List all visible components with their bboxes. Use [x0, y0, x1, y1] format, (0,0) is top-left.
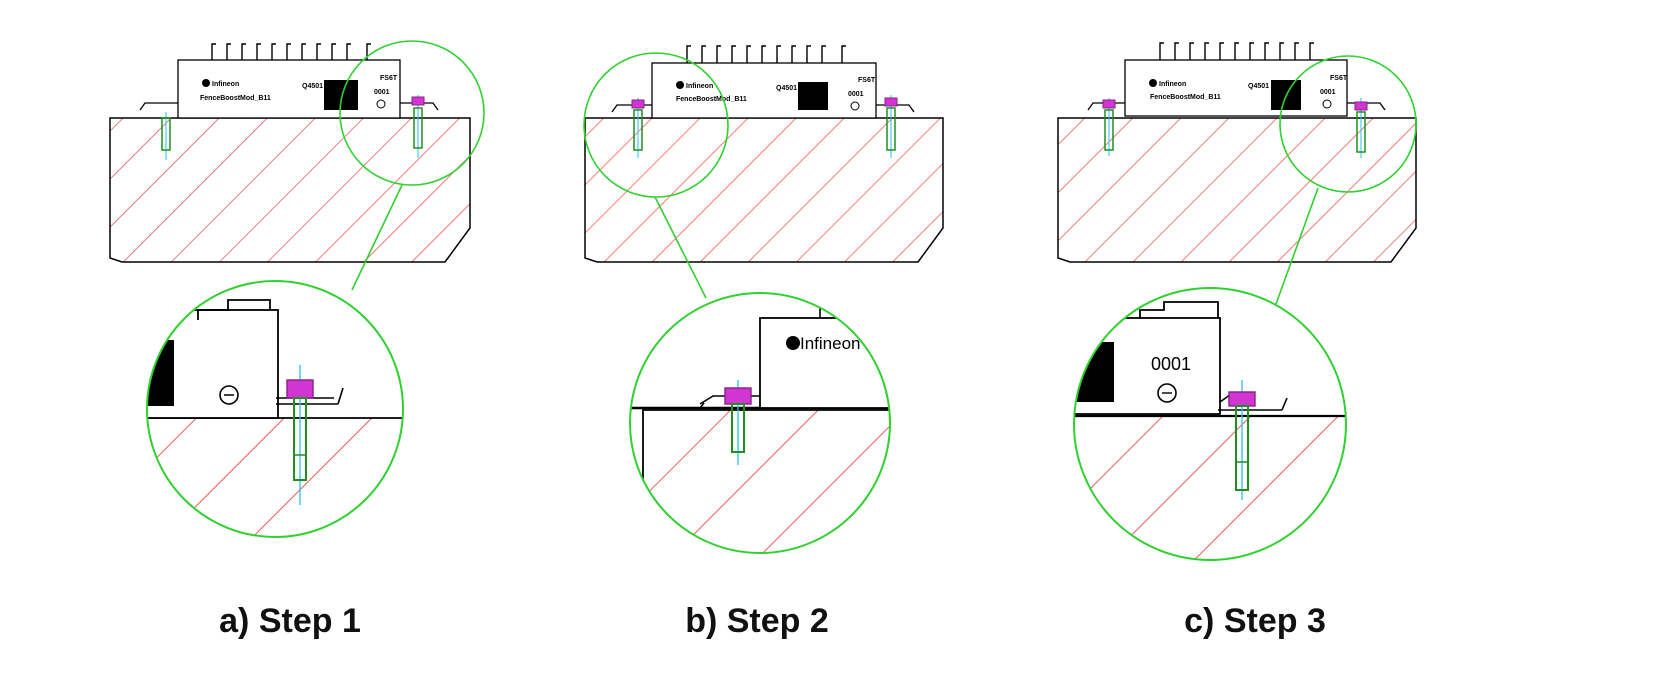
logo-icon: [676, 81, 684, 89]
heatsink: [584, 117, 944, 263]
zoom-view: Infineon: [630, 299, 890, 553]
label-block: [798, 82, 828, 110]
zoom-circle: [629, 292, 891, 554]
screw-left: [1102, 98, 1116, 156]
zoom-view: [147, 299, 403, 537]
brand-label: Infineon: [212, 81, 239, 88]
screw-left: [161, 112, 171, 160]
part-label: FenceBoostMod_B11: [200, 95, 271, 102]
serial-label: 0001: [848, 91, 864, 98]
module-pins: [1159, 42, 1314, 60]
power-module: Infineon FenceBoostMod_B11 Q4501 FS6T 00…: [1087, 42, 1386, 117]
ground-icon: [850, 101, 860, 111]
logo-icon: [202, 79, 210, 87]
zoom-brand-label: Infineon: [800, 334, 861, 353]
power-module: Infineon FenceBoostMod_B11 Q4501 FS6T 00…: [611, 45, 915, 119]
zoom-view: 0001: [1074, 301, 1346, 560]
panel-step-3: Infineon FenceBoostMod_B11 Q4501 FS6T 00…: [1057, 42, 1417, 640]
callout-circle: [583, 52, 729, 198]
brand-label: Infineon: [686, 83, 713, 90]
ground-icon: [1322, 99, 1332, 109]
ground-icon: [1157, 383, 1177, 403]
code-label: Q4501: [1248, 83, 1269, 90]
zoom-serial-label: 0001: [1151, 354, 1191, 374]
ground-icon: [376, 99, 386, 109]
zoom-circle: [1073, 287, 1347, 561]
screw-right: [884, 95, 898, 158]
step-caption: a) Step 1: [219, 602, 361, 640]
module-pins: [211, 43, 371, 60]
serial-label: 0001: [374, 89, 390, 96]
serial-label: 0001: [1320, 89, 1336, 96]
callout-leader: [1275, 187, 1319, 305]
logo-icon: [1149, 79, 1157, 87]
logo-icon: [786, 336, 800, 350]
power-module: Infineon FenceBoostMod_B11 Q4501 FS6T 00…: [139, 43, 439, 119]
callout-leader: [654, 196, 707, 299]
code-label: Q4501: [302, 83, 323, 90]
zoom-circle: [146, 280, 404, 538]
heatsink: [109, 117, 471, 263]
code-label: Q4501: [776, 85, 797, 92]
screw-right: [411, 95, 425, 158]
screw-left: [631, 98, 645, 158]
panel-step-2: Infineon FenceBoostMod_B11 Q4501 FS6T 00…: [583, 45, 944, 640]
part-label: FenceBoostMod_B11: [676, 96, 747, 103]
screw-right: [1354, 98, 1368, 158]
module-label: FS6T: [1330, 75, 1348, 82]
callout-leader: [351, 184, 403, 291]
step-caption: c) Step 3: [1184, 602, 1326, 640]
ground-icon: [219, 385, 239, 405]
step-caption: b) Step 2: [685, 602, 829, 640]
callout-circle: [339, 40, 485, 186]
panel-step-1: Infineon FenceBoostMod_B11 Q4501 FS6T 00…: [109, 40, 485, 640]
brand-label: Infineon: [1159, 81, 1186, 88]
module-pins: [686, 45, 846, 63]
module-label: FS6T: [858, 77, 876, 84]
part-label: FenceBoostMod_B11: [1150, 94, 1221, 101]
module-label: FS6T: [380, 75, 398, 82]
callout-circle: [1279, 55, 1417, 193]
